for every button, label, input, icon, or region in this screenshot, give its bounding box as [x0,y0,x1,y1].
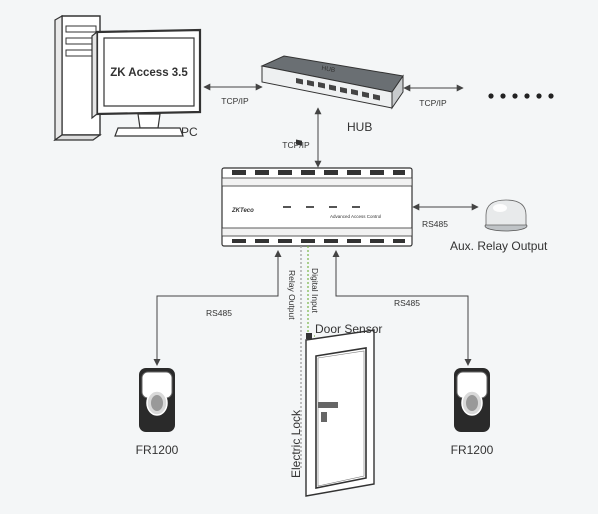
pc-screen-text: ZK Access 3.5 [110,67,188,79]
link-relay-output: Relay Output [287,246,302,470]
access-controller: ZKTeco Advanced Access Control [221,167,413,247]
link-controller-reader-right: RS485 [332,250,472,366]
hub: HUB HUB [260,55,404,146]
link-pc-hub-label: TCP/IP [221,96,249,106]
pc: ZK Access 3.5 PC [53,14,202,142]
reader-right-label: FR1200 [451,443,494,457]
link-controller-relay: RS485 [412,203,479,229]
reader-left: FR1200 [136,368,179,457]
link-controller-reader-left: RS485 [153,250,282,366]
reader-left-label: FR1200 [136,443,179,457]
aux-relay-light-icon [484,199,528,232]
aux-relay: Aux. Relay Output [450,199,548,253]
more-devices-ellipsis [488,93,554,99]
link-hub-controller: TCP/IP [282,107,322,168]
link-relay-output-label: Relay Output [287,270,297,320]
pc-monitor-icon [91,28,202,137]
link-hub-more: TCP/IP [403,84,554,108]
controller-terminals-top [232,170,405,175]
hub-switch-icon [260,55,404,146]
link-controller-reader-right-label: RS485 [394,298,420,308]
link-digital-input-label: Digital Input [310,268,320,314]
door: Door Sensor Electric Lock [289,322,382,497]
link-controller-relay-label: RS485 [422,219,448,229]
door-sensor-label: Door Sensor [315,322,382,336]
reader-right: FR1200 [451,368,494,457]
hub-label: HUB [347,120,372,134]
electric-lock-label: Electric Lock [289,409,303,478]
controller-brand: ZKTeco [231,208,254,214]
fingerprint-reader-icon [139,368,175,432]
pc-label: PC [181,125,198,139]
link-controller-reader-left-label: RS485 [206,308,232,318]
door-sensor-icon [306,333,312,339]
hub-face-text: HUB [321,65,336,74]
controller-leds [283,206,360,208]
fingerprint-reader-icon [454,368,490,432]
controller-model-text: Advanced Access Control [330,214,381,219]
door-icon [305,329,375,497]
controller-terminals-bottom [232,239,405,243]
link-hub-controller-label: TCP/IP [282,140,310,150]
aux-relay-label: Aux. Relay Output [450,239,548,253]
link-pc-hub: TCP/IP [203,83,263,106]
link-hub-more-label: TCP/IP [419,98,447,108]
